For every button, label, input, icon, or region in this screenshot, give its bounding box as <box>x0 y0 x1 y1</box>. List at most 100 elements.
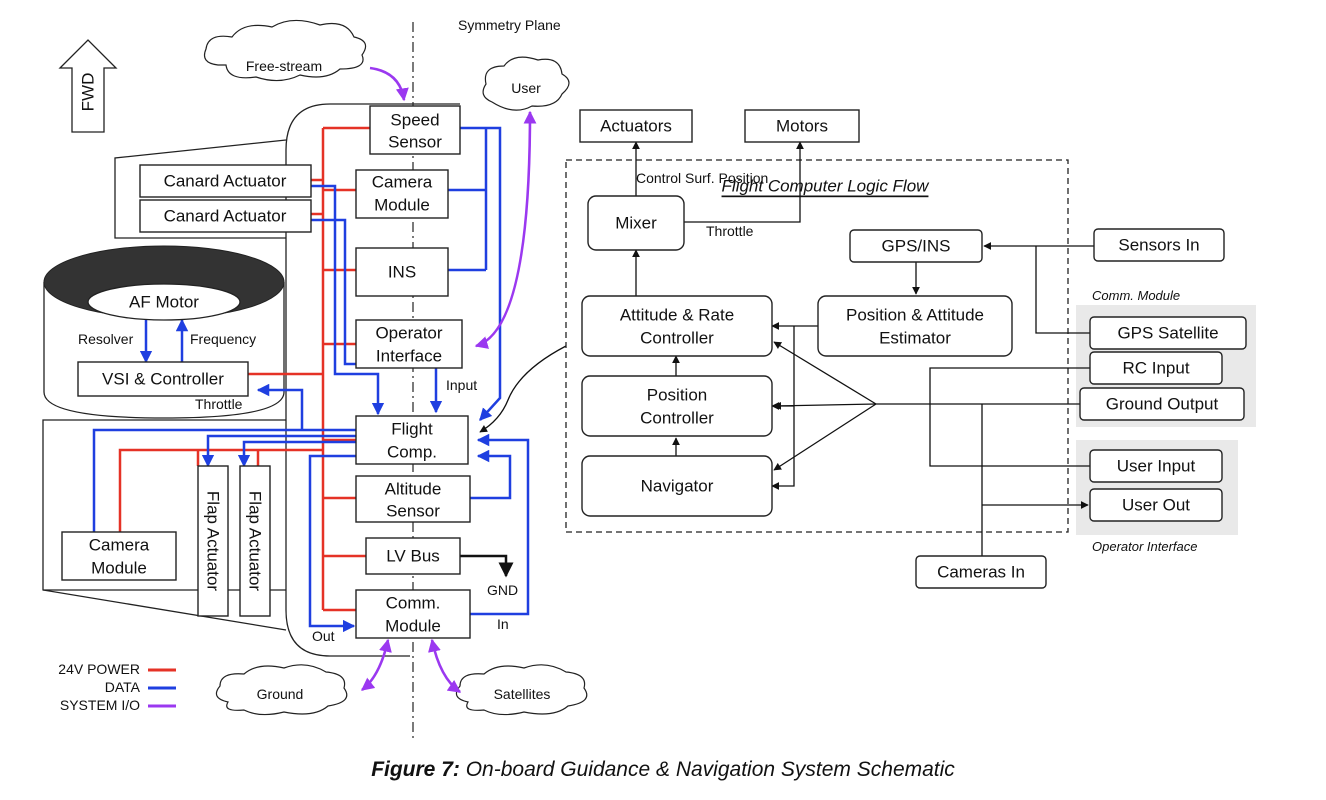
data-lines <box>92 126 530 633</box>
in-label: In <box>497 616 509 632</box>
frequency-label: Frequency <box>190 331 256 347</box>
svg-text:Mixer: Mixer <box>615 214 657 233</box>
svg-text:Operator: Operator <box>375 324 442 343</box>
svg-text:User: User <box>511 80 541 96</box>
svg-text:Sensor: Sensor <box>388 133 442 152</box>
af-motor-ellipse: AF Motor <box>87 283 241 321</box>
legend-label-system-io: SYSTEM I/O <box>60 697 140 713</box>
comm-module-center-box: Comm. Module <box>355 589 471 639</box>
svg-text:VSI & Controller: VSI & Controller <box>102 370 224 389</box>
rc-input-box: RC Input <box>1089 351 1223 385</box>
svg-text:Speed: Speed <box>390 111 439 130</box>
svg-text:Canard Actuator: Canard Actuator <box>164 172 287 191</box>
operator-interface-group-label: Operator Interface <box>1092 539 1198 554</box>
flight-comp-box: Flight Comp. <box>355 415 469 465</box>
camera-module-left-box: Camera Module <box>61 531 177 581</box>
svg-text:Cameras In: Cameras In <box>937 563 1025 582</box>
svg-text:Altitude: Altitude <box>385 480 442 499</box>
logic-flow-lines <box>632 141 1094 556</box>
logic-flow-connector <box>479 345 567 433</box>
mixer-box: Mixer <box>587 195 685 251</box>
operator-interface-box: Operator Interface <box>355 319 463 369</box>
svg-text:Sensors In: Sensors In <box>1118 236 1199 255</box>
svg-text:INS: INS <box>388 263 416 282</box>
fwd-arrow-icon: FWD <box>58 39 118 133</box>
figure-caption-lead: Figure 7: <box>371 758 460 781</box>
svg-text:Controller: Controller <box>640 409 714 428</box>
throttle-left-label: Throttle <box>195 396 243 412</box>
svg-text:Flap Actuator: Flap Actuator <box>246 491 265 592</box>
cloud-free-stream: Free-stream <box>203 19 367 82</box>
svg-text:Flight: Flight <box>391 420 433 439</box>
resolver-label: Resolver <box>78 331 134 347</box>
symmetry-plane-label: Symmetry Plane <box>458 17 561 33</box>
svg-text:Flap Actuator: Flap Actuator <box>204 491 223 592</box>
camera-module-center-box: Camera Module <box>355 169 449 219</box>
svg-text:Interface: Interface <box>376 347 442 366</box>
svg-text:Navigator: Navigator <box>641 477 714 496</box>
gps-satellite-box: GPS Satellite <box>1089 316 1247 350</box>
cloud-satellites: Satellites <box>455 664 588 716</box>
position-attitude-estimator-box: Position & Attitude Estimator <box>817 295 1013 357</box>
svg-text:Comm.: Comm. <box>386 594 441 613</box>
svg-text:Camera: Camera <box>372 173 433 192</box>
position-controller-box: Position Controller <box>581 375 773 437</box>
flap-actuator-1-box: Flap Actuator <box>197 465 229 617</box>
svg-text:AF Motor: AF Motor <box>129 293 199 312</box>
control-surf-position-label: Control Surf. Position <box>636 170 768 186</box>
svg-text:User Input: User Input <box>1117 457 1196 476</box>
svg-text:Controller: Controller <box>640 329 714 348</box>
svg-text:Sensor: Sensor <box>386 502 440 521</box>
svg-text:Ground Output: Ground Output <box>1106 395 1219 414</box>
legend-label-power: 24V POWER <box>58 661 140 677</box>
figure-caption: Figure 7: On-board Guidance & Navigation… <box>0 758 1326 782</box>
canard-actuator-2-box: Canard Actuator <box>139 199 312 233</box>
ground-output-box: Ground Output <box>1079 387 1245 421</box>
svg-text:Position & Attitude: Position & Attitude <box>846 306 984 325</box>
legend-label-data: DATA <box>105 679 141 695</box>
svg-text:GPS Satellite: GPS Satellite <box>1117 324 1218 343</box>
svg-text:Module: Module <box>91 559 147 578</box>
flap-actuator-2-box: Flap Actuator <box>239 465 271 617</box>
gnd-line <box>460 554 514 578</box>
svg-text:GPS/INS: GPS/INS <box>882 237 951 256</box>
power-lines <box>118 126 370 612</box>
svg-text:LV Bus: LV Bus <box>386 547 440 566</box>
svg-text:User Out: User Out <box>1122 496 1190 515</box>
canard-actuator-1-box: Canard Actuator <box>139 164 312 198</box>
ins-box: INS <box>355 247 449 297</box>
speed-sensor-box: Speed Sensor <box>369 105 461 155</box>
svg-text:Position: Position <box>647 386 707 405</box>
flight-computer-logic-frame <box>565 159 1069 533</box>
svg-text:Comp.: Comp. <box>387 443 437 462</box>
svg-text:Actuators: Actuators <box>600 117 672 136</box>
svg-text:Ground: Ground <box>257 686 304 702</box>
navigator-box: Navigator <box>581 455 773 517</box>
svg-text:FWD: FWD <box>79 73 98 112</box>
lv-bus-box: LV Bus <box>365 537 461 575</box>
figure-caption-text: On-board Guidance & Navigation System Sc… <box>465 758 955 781</box>
system-io-lines <box>360 66 537 694</box>
svg-text:Camera: Camera <box>89 536 150 555</box>
svg-text:Satellites: Satellites <box>494 686 551 702</box>
attitude-rate-controller-box: Attitude & Rate Controller <box>581 295 773 357</box>
gnd-label: GND <box>487 582 518 598</box>
out-label: Out <box>312 628 335 644</box>
altitude-sensor-box: Altitude Sensor <box>355 475 471 523</box>
vsi-controller-box: VSI & Controller <box>77 361 249 397</box>
cloud-ground: Ground <box>215 664 348 716</box>
legend: 24V POWER DATA SYSTEM I/O <box>58 661 176 713</box>
sensors-in-box: Sensors In <box>1093 228 1225 262</box>
svg-text:RC Input: RC Input <box>1122 359 1189 378</box>
user-input-box: User Input <box>1089 449 1223 483</box>
user-out-box: User Out <box>1089 488 1223 522</box>
cloud-user: User <box>482 56 570 111</box>
svg-text:Estimator: Estimator <box>879 329 951 348</box>
cameras-in-box: Cameras In <box>915 555 1047 589</box>
throttle-right-label: Throttle <box>706 223 754 239</box>
guidance-navigation-schematic: Symmetry Plane FWD Free-stream User Grou… <box>42 17 1256 740</box>
svg-text:Motors: Motors <box>776 117 828 136</box>
flight-computer-logic-title: Flight Computer Logic Flow <box>722 177 931 196</box>
gps-ins-box: GPS/INS <box>849 229 983 263</box>
svg-text:Canard Actuator: Canard Actuator <box>164 207 287 226</box>
